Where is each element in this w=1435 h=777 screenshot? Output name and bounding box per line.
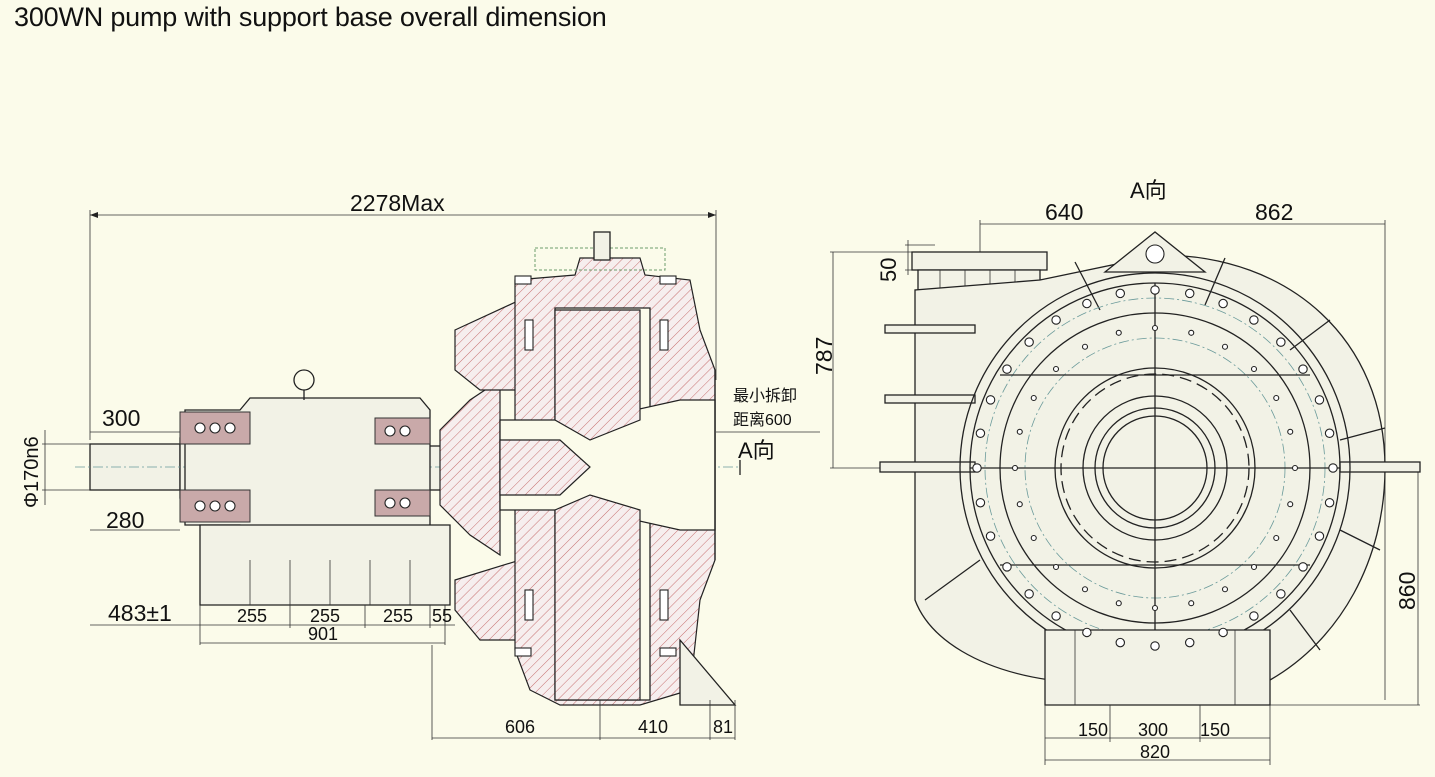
span-255-2: 255: [310, 606, 340, 626]
bolt-hole: [1273, 394, 1280, 402]
bolt-hole: [972, 463, 982, 473]
bolt-hole: [1030, 534, 1037, 542]
bolt-hole: [1081, 586, 1089, 593]
bolt-hole: [1115, 329, 1122, 336]
span-255-1: 255: [237, 606, 267, 626]
bolt-hole: [1221, 586, 1229, 593]
bolt-hole: [1052, 365, 1060, 373]
bolt-hole: [1314, 531, 1325, 541]
bolt-hole: [1016, 428, 1023, 435]
bolt-hole: [1184, 637, 1195, 648]
overall-length-label: 2278Max: [350, 190, 445, 216]
base-150-left: 150: [1078, 720, 1108, 740]
dim-606: 606: [505, 717, 535, 737]
side-section-view: [42, 210, 820, 740]
span-55: 55: [432, 606, 452, 626]
height-787: 787: [811, 337, 837, 375]
base-height-label: 483±1: [108, 600, 172, 626]
base-150-right: 150: [1200, 720, 1230, 740]
a-view-arrow-label: A向: [738, 438, 775, 463]
span-255-3: 255: [383, 606, 413, 626]
height-50: 50: [876, 258, 901, 282]
base-820: 820: [1140, 742, 1170, 762]
bolt-hole: [1030, 394, 1037, 402]
shaft-length-280: 280: [106, 507, 144, 533]
a-view-title: A向: [1130, 178, 1167, 203]
bolt-hole: [1298, 562, 1308, 572]
bolt-hole: [1150, 641, 1160, 651]
bolt-hole: [1328, 463, 1338, 473]
bolt-hole: [1276, 589, 1286, 599]
bolt-hole: [1249, 315, 1259, 325]
bolt-hole: [1184, 288, 1195, 299]
bolt-hole: [1002, 364, 1012, 374]
bolt-hole: [985, 531, 996, 541]
bolt-hole: [1188, 329, 1195, 336]
page-title: 300WN pump with support base overall dim…: [14, 2, 607, 32]
shaft-diameter-label: Φ170n6: [21, 436, 43, 508]
bolt-hole: [1324, 497, 1335, 508]
bolt-hole: [1249, 611, 1259, 621]
bearing-rollers: [194, 422, 411, 512]
bolt-hole: [1324, 428, 1335, 439]
bolt-hole: [1151, 604, 1159, 612]
dim-410: 410: [638, 717, 668, 737]
bolt-hole: [1081, 343, 1089, 350]
height-860: 860: [1394, 572, 1420, 610]
bolt-hole: [1218, 627, 1228, 638]
bolt-hole: [1276, 337, 1286, 347]
bolt-hole: [1291, 464, 1299, 472]
width-640: 640: [1045, 199, 1083, 225]
bolt-hole: [1082, 298, 1092, 309]
lifting-eye: [293, 369, 315, 391]
base-total-901: 901: [308, 624, 338, 644]
bolt-hole: [1314, 395, 1325, 405]
bolt-hole: [1024, 589, 1034, 599]
bolt-hole: [1250, 563, 1258, 571]
bolt-hole: [1011, 464, 1019, 472]
casing-bolts: [514, 275, 677, 657]
shaft-length-300: 300: [102, 405, 140, 431]
width-862: 862: [1255, 199, 1293, 225]
bolt-hole: [985, 395, 996, 405]
bolt-hole: [1250, 365, 1258, 373]
end-view: [830, 220, 1421, 765]
casing-ribs: [879, 257, 1421, 651]
bolt-hole: [1051, 315, 1061, 325]
bolt-hole: [1024, 337, 1034, 347]
bolt-hole: [1150, 285, 1160, 295]
bolt-hole: [1287, 501, 1294, 508]
bolt-hole: [1115, 288, 1126, 299]
bolt-hole: [1002, 562, 1012, 572]
bolt-hole: [1188, 600, 1195, 607]
bolt-hole: [1082, 627, 1092, 638]
bolt-hole: [1218, 298, 1228, 309]
bolt-hole: [1016, 501, 1023, 508]
bolt-hole: [1052, 563, 1060, 571]
bolt-hole: [975, 428, 986, 439]
min-removal-label-2: 距离600: [733, 411, 792, 429]
bolt-hole: [1151, 324, 1159, 332]
bolt-hole: [1298, 364, 1308, 374]
bolt-hole: [1273, 534, 1280, 542]
min-removal-label-1: 最小拆卸: [733, 387, 797, 405]
bolt-hole: [1051, 611, 1061, 621]
bolt-hole: [1287, 428, 1294, 435]
base-300: 300: [1138, 720, 1168, 740]
bolt-hole: [1115, 637, 1126, 648]
bolt-hole: [1221, 343, 1229, 350]
bolt-hole: [1115, 600, 1122, 607]
dim-81: 81: [713, 717, 733, 737]
flange-bolt-holes: [972, 285, 1338, 651]
bolt-hole: [975, 497, 986, 508]
